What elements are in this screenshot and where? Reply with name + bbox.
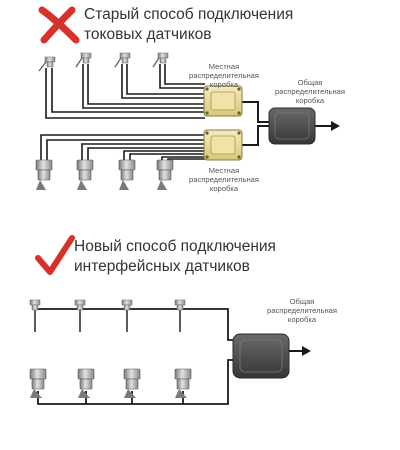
- new-bus-wiring: [34, 308, 234, 405]
- label-line: коробка: [209, 184, 239, 193]
- local-box-top-label: Местная распределительная коробка: [188, 62, 260, 89]
- sensor-probe-old-1: [38, 56, 56, 72]
- label-line: Общая: [289, 297, 315, 306]
- label-line: распределительная: [189, 175, 259, 184]
- local-junction-box-bottom: [203, 129, 243, 161]
- sensor-bulky-new-4: [174, 368, 192, 398]
- label-line: распределительная: [267, 306, 337, 315]
- sensor-probe-new-2: [74, 299, 86, 332]
- sensor-bulky-old-2: [76, 159, 94, 190]
- label-line: коробка: [295, 96, 325, 105]
- label-line: Общая: [297, 78, 323, 87]
- sensor-bulky-new-3: [123, 368, 141, 398]
- cross-icon: [38, 6, 80, 44]
- sensor-bulky-new-1: [29, 368, 47, 398]
- sensor-probe-old-2: [75, 52, 92, 68]
- sensor-bulky-old-3: [118, 159, 136, 190]
- main-box-old-label: Общая распределительная коробка: [270, 78, 350, 105]
- sensor-bulky-old-1: [35, 159, 53, 190]
- old-heading-line-2: токовых датчиков: [84, 26, 212, 43]
- label-line: распределительная: [275, 87, 345, 96]
- label-line: распределительная: [189, 71, 259, 80]
- label-line: коробка: [287, 315, 317, 324]
- output-arrow-new: [289, 346, 311, 356]
- label-line: Местная: [208, 62, 240, 71]
- sensor-probe-new-4: [174, 299, 186, 332]
- label-line: коробка: [209, 80, 239, 89]
- sensor-probe-new-1: [29, 299, 41, 332]
- local-junction-box-top: [203, 85, 243, 117]
- label-line: Местная: [208, 166, 240, 175]
- old-heading-line-1: Старый способ подключения: [84, 6, 294, 23]
- main-junction-box-old: [268, 107, 316, 145]
- sensor-bulky-old-4: [156, 159, 174, 190]
- old-local-to-main-wires: [241, 101, 270, 146]
- old-wiring-top: [45, 64, 205, 119]
- local-box-bottom-label: Местная распределительная коробка: [188, 166, 260, 193]
- old-wiring-bottom: [40, 134, 205, 162]
- checkmark-icon: [35, 235, 75, 275]
- old-method-heading: Старый способ подключения токовых датчик…: [84, 5, 293, 45]
- new-method-heading: Новый способ подключения интерфейсных да…: [74, 237, 276, 277]
- main-box-new-label: Общая распределительная коробка: [262, 297, 342, 324]
- sensor-probe-new-3: [121, 299, 133, 332]
- sensor-probe-old-3: [114, 52, 131, 68]
- main-junction-box-new: [232, 333, 290, 379]
- new-heading-line-1: Новый способ подключения: [74, 238, 276, 255]
- sensor-probe-old-4: [152, 52, 169, 68]
- new-heading-line-2: интерфейсных датчиков: [74, 258, 250, 275]
- sensor-bulky-new-2: [77, 368, 95, 398]
- output-arrow-old: [315, 121, 340, 131]
